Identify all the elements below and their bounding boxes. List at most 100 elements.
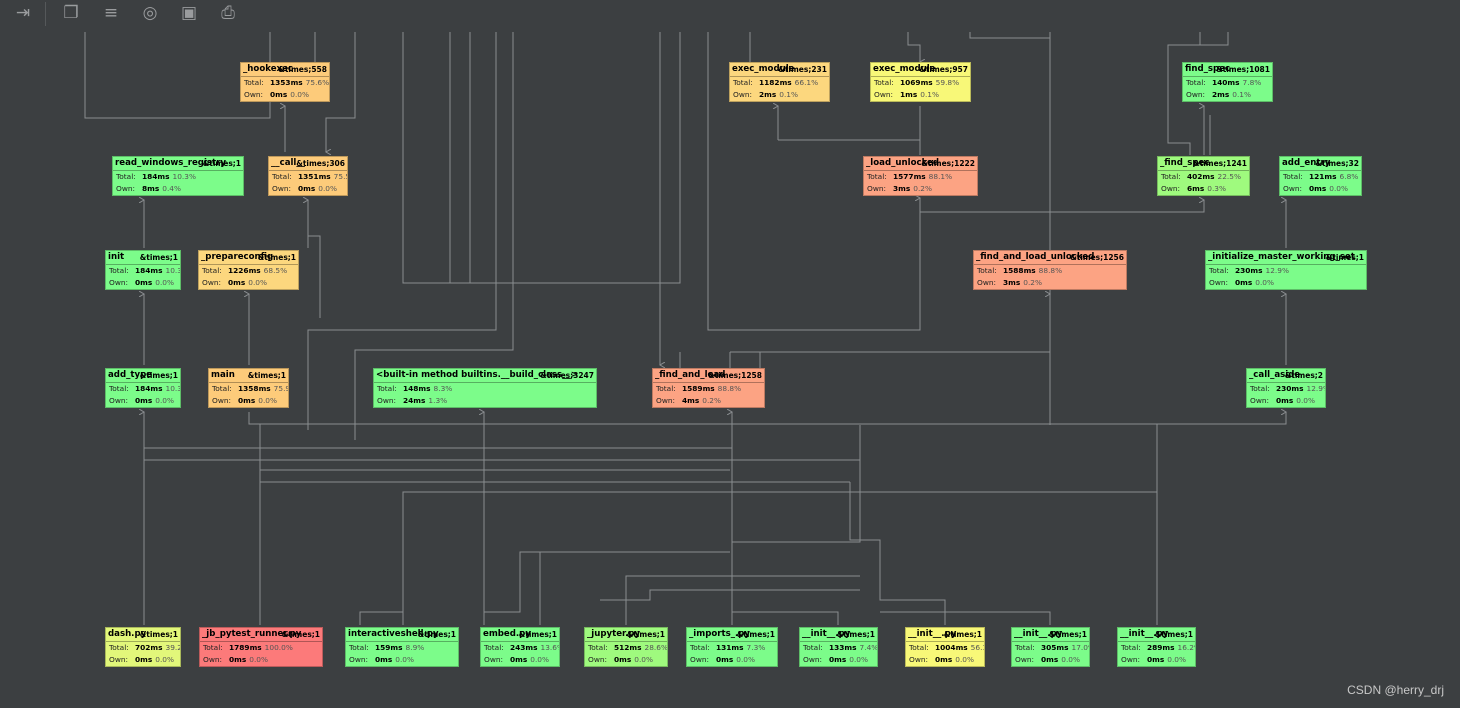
print-icon[interactable]: ⎙ [221,3,235,23]
total-percent: 56.1% [970,643,984,652]
own-time: 0ms [935,655,953,664]
call-node-embed[interactable]: embed.py&times;1Total:243ms13.6%Own:0ms0… [480,627,560,667]
total-percent: 8.9% [405,643,425,652]
total-label: Total: [874,78,894,87]
own-time: 0ms [1041,655,1059,664]
own-time: 0ms [135,655,153,664]
total-time: 131ms [716,643,744,652]
grid-icon[interactable]: ◎ [142,3,158,23]
node-call-count: &times;957 [919,65,968,74]
total-label: Total: [909,643,929,652]
total-label: Total: [977,266,997,275]
total-time: 243ms [510,643,538,652]
node-header: _call_aside&times;2 [1247,369,1325,383]
node-header: init&times;1 [106,251,180,265]
own-percent: 0.0% [248,278,268,287]
own-time: 3ms [1003,278,1021,287]
text-format-icon[interactable]: ≡ [103,3,119,23]
total-label: Total: [1186,78,1206,87]
own-percent: 0.0% [1329,184,1349,193]
total-time: 289ms [1147,643,1175,652]
total-label: Total: [733,78,753,87]
total-time: 305ms [1041,643,1069,652]
node-function-name: _find_and_load_unlocked [976,252,1095,262]
own-label: Own: [909,655,929,664]
own-percent: 0.0% [736,655,756,664]
node-function-name: _prepareconfig [201,252,274,262]
own-label: Own: [244,90,264,99]
total-label: Total: [656,384,676,393]
total-percent: 10.3% [172,172,197,181]
own-percent: 0.0% [249,655,269,664]
total-label: Total: [377,384,397,393]
node-function-name: <built-in method builtins.__build_class_… [376,370,578,380]
total-time: 702ms [135,643,163,652]
call-node-call-aside[interactable]: _call_aside&times;2Total:230ms12.9%Own:0… [1246,368,1326,408]
call-node-init-py-2[interactable]: __init__.py&times;1Total:1004ms56.1%Own:… [905,627,985,667]
own-percent: 0.4% [162,184,182,193]
own-label: Own: [109,655,129,664]
call-node-add-type[interactable]: add_type&times;1Total:184ms10.3%Own:0ms0… [105,368,181,408]
total-label: Total: [588,643,608,652]
call-node-call[interactable]: __call__&times;306Total:1351ms75.5%Own:0… [268,156,348,196]
image-icon[interactable]: ▣ [180,3,198,23]
call-node-dash[interactable]: dash.py&times;1Total:702ms39.2%Own:0ms0.… [105,627,181,667]
own-time: 0ms [1147,655,1165,664]
node-function-name: add_entry [1282,158,1331,168]
total-percent: 75.9% [273,384,288,393]
total-time: 1789ms [229,643,262,652]
node-function-name: exec_module [732,64,795,74]
node-call-count: &times;1 [1325,253,1364,262]
expand-icon[interactable]: ⇥ [15,3,31,23]
total-label: Total: [203,643,223,652]
own-percent: 0.0% [849,655,869,664]
node-call-count: &times;1 [247,371,286,380]
node-call-count: &times;1 [1048,630,1087,639]
call-node-init-py-3[interactable]: __init__.py&times;1Total:305ms17.0%Own:0… [1011,627,1090,667]
node-call-count: &times;1 [202,159,241,168]
total-percent: 17.0% [1071,643,1089,652]
node-header: __call__&times;306 [269,157,347,171]
own-time: 0ms [829,655,847,664]
call-node-init-py-4[interactable]: __init__.py&times;1Total:289ms16.2%Own:0… [1117,627,1196,667]
own-percent: 0.0% [155,278,175,287]
copy-icon[interactable]: ❐ [63,3,79,23]
node-call-count: &times;1 [257,253,296,262]
node-function-name: _load_unlocked [866,158,940,168]
own-label: Own: [690,655,710,664]
toolbar-divider [45,2,46,26]
call-node-build-class[interactable]: <built-in method builtins.__build_class_… [373,368,597,408]
total-label: Total: [109,384,129,393]
